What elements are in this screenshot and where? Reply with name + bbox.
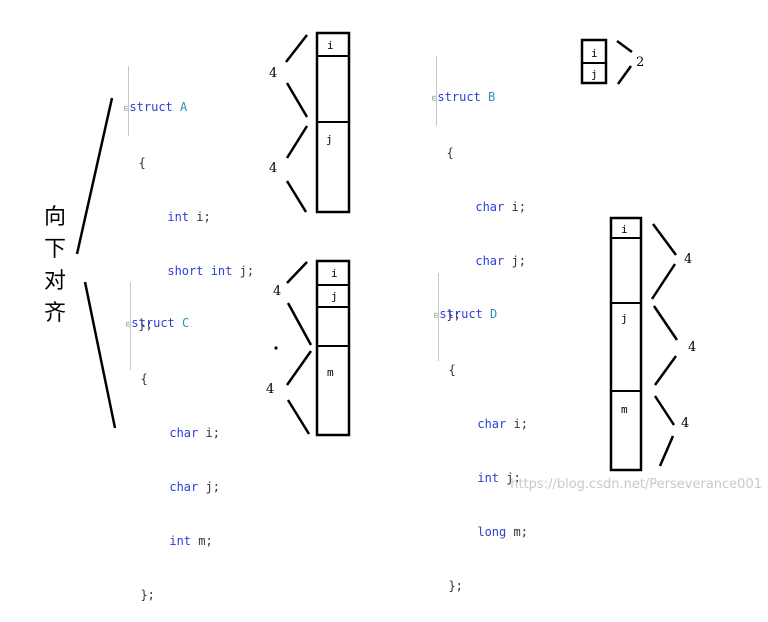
size-label: 4 xyxy=(684,252,692,267)
code-line-field: int i; xyxy=(167,210,211,224)
code-line-close: }; xyxy=(140,588,155,602)
code-line-field: short int j; xyxy=(167,264,255,278)
side-label-char: 对 xyxy=(44,269,67,294)
code-line-open: { xyxy=(138,156,146,170)
code-line-field: char j; xyxy=(169,480,220,494)
code-line-header: ⊟struct B xyxy=(432,90,496,104)
size-label: 4 xyxy=(688,340,696,355)
size-label: 4 xyxy=(273,284,281,299)
size-label: 4 xyxy=(269,161,277,176)
bracket-line xyxy=(285,180,308,213)
cell-label: j xyxy=(621,312,628,325)
bracket-line xyxy=(616,39,633,54)
cell-label: j xyxy=(326,133,333,146)
size-label: 4 xyxy=(266,382,274,397)
code-line-field: int m; xyxy=(169,534,213,548)
cell-label: i xyxy=(331,267,338,280)
fold-icon: ⊟ xyxy=(124,104,130,114)
bracket-line xyxy=(616,65,633,85)
side-label-char: 向 xyxy=(44,205,67,230)
code-line-open: { xyxy=(446,146,454,160)
code-struct-b: ⊟struct B { char i; char j; }; xyxy=(432,34,526,342)
cell-label: j xyxy=(591,68,598,81)
code-line-header: ⊟struct A xyxy=(124,100,188,114)
cell-label: i xyxy=(591,47,598,60)
code-line-close: }; xyxy=(138,318,153,332)
cell-label: i xyxy=(621,223,628,236)
code-line-field: char i; xyxy=(477,417,528,431)
cell-label: m xyxy=(327,366,334,379)
code-line-open: { xyxy=(448,363,456,377)
bracket-line xyxy=(653,395,676,426)
cell-label: j xyxy=(331,290,338,303)
cell-label: i xyxy=(327,39,334,52)
code-line-field: char i; xyxy=(475,200,526,214)
memory-box-c xyxy=(315,259,351,437)
watermark-text: https://blog.csdn.net/Perseverance001 xyxy=(510,477,762,492)
bracket-line xyxy=(285,82,309,118)
bracket-line xyxy=(652,305,679,341)
bracket-line xyxy=(651,223,678,256)
fold-icon: ⊟ xyxy=(434,311,440,321)
size-label: 4 xyxy=(681,416,689,431)
dot-mark xyxy=(274,346,278,350)
bracket-line xyxy=(286,302,313,346)
code-line-close: }; xyxy=(446,308,461,322)
bracket-line xyxy=(285,125,309,159)
bracket-line xyxy=(286,399,311,435)
memory-box-b xyxy=(580,38,608,85)
code-line-close: }; xyxy=(448,579,463,593)
bracket-line xyxy=(285,350,313,386)
memory-box-d xyxy=(609,216,643,472)
code-struct-a: ⊟struct A { int i; short int j; }; xyxy=(124,44,254,352)
code-line-open: { xyxy=(140,372,148,386)
cell-label: m xyxy=(621,403,628,416)
side-label-char: 齐 xyxy=(44,301,67,326)
size-label: 2 xyxy=(636,55,644,70)
bracket-line xyxy=(286,261,308,284)
code-line-header: ⊟struct D xyxy=(434,307,498,321)
bracket-line xyxy=(75,97,114,255)
size-label: 4 xyxy=(269,66,277,81)
memory-layout-diagram: i j i j i j m i j m 4 4 2 4 4 4 4 4 xyxy=(75,31,696,472)
fold-icon: ⊟ xyxy=(432,94,438,104)
bracket-line xyxy=(658,435,675,467)
bracket-line xyxy=(83,281,117,429)
code-line-field: char i; xyxy=(169,426,220,440)
bracket-line xyxy=(650,263,677,300)
fold-icon: ⊟ xyxy=(126,320,132,330)
bracket-line xyxy=(285,34,308,63)
code-line-field: int j; xyxy=(477,471,521,485)
code-line-field: char j; xyxy=(475,254,526,268)
bracket-line xyxy=(653,355,678,386)
code-line-header: ⊟struct C xyxy=(126,316,190,330)
side-label-char: 下 xyxy=(44,237,67,262)
code-line-field: long m; xyxy=(477,525,528,539)
